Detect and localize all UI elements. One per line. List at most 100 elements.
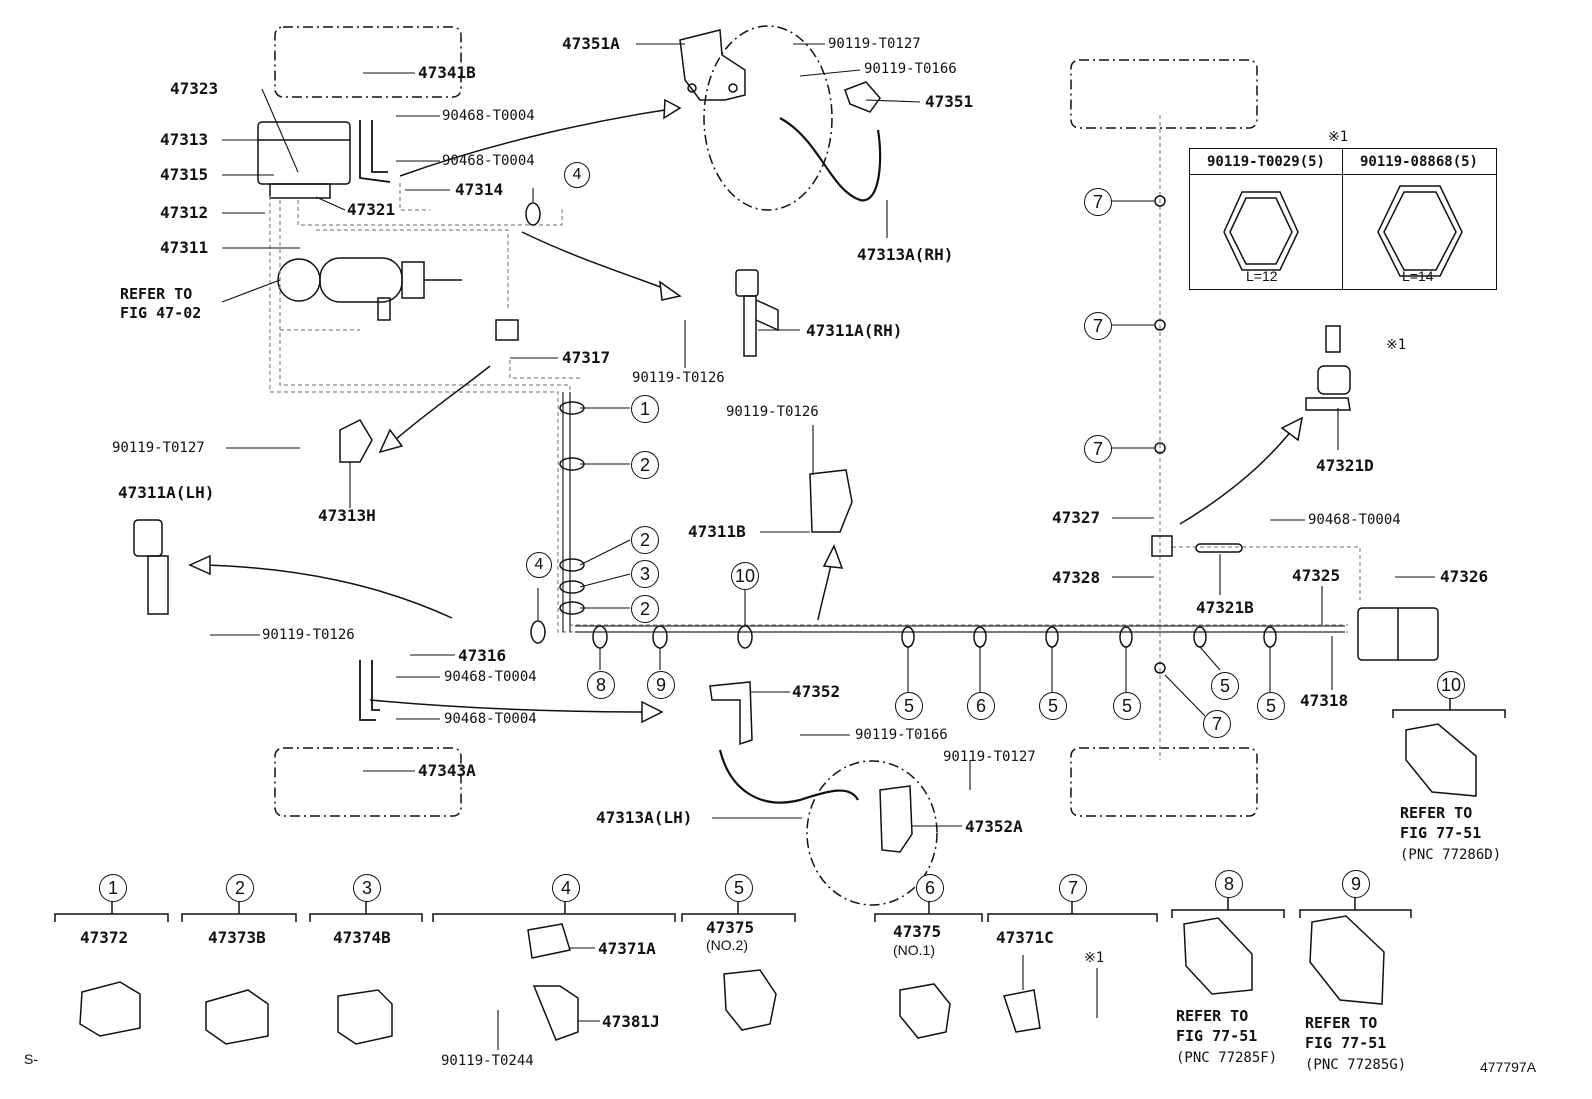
label-47317: 47317 <box>562 348 611 367</box>
tube-47321b <box>1195 543 1243 553</box>
label-47321: 47321 <box>347 200 396 219</box>
label-90119-t0166-bot: 90119-T0166 <box>855 727 948 743</box>
label-47312: 47312 <box>160 203 209 222</box>
callout-5-c: 5 <box>1113 692 1141 720</box>
label-90468-t0004-e: 90468-T0004 <box>1308 512 1401 528</box>
legend-3-number: 3 <box>353 874 381 902</box>
label-90119-t0127-top: 90119-T0127 <box>828 36 921 52</box>
guide-clip-circles <box>1154 195 1166 674</box>
callout-4-mid: 4 <box>526 552 552 578</box>
phantom-box-bottom-left <box>274 747 462 817</box>
callout-8: 8 <box>587 671 615 699</box>
callout-5-a: 5 <box>895 692 923 720</box>
legend-7-part: 47371C <box>996 928 1054 947</box>
label-47343a: 47343A <box>418 761 476 780</box>
label-90119-t0126-mid: 90119-T0126 <box>632 370 725 386</box>
callout-2-c: 2 <box>631 595 659 623</box>
label-90468-t0004-b: 90468-T0004 <box>442 153 535 169</box>
legend-4-bolt: 90119-T0244 <box>441 1053 534 1069</box>
legend-1-part: 47372 <box>80 928 129 947</box>
label-47328: 47328 <box>1052 568 1101 587</box>
label-47325: 47325 <box>1292 566 1341 585</box>
label-47321b: 47321B <box>1196 598 1254 617</box>
label-47313h: 47313H <box>318 506 376 525</box>
hose-lh <box>718 749 859 804</box>
legend-9-ref3: (PNC 77285G) <box>1305 1057 1407 1073</box>
label-47313a-rh: 47313A(RH) <box>857 245 954 264</box>
phantom-box-top-right <box>1070 59 1258 129</box>
valve-47311a-lh <box>133 519 169 615</box>
connector-47326 <box>1357 607 1439 661</box>
legend-9-ref2: FIG 77-51 <box>1305 1034 1387 1052</box>
label-47316: 47316 <box>458 646 507 665</box>
legend-8-ref1: REFER TO <box>1176 1007 1249 1025</box>
bolt-table-col2-dim: L=14 <box>1402 268 1434 284</box>
label-47352a: 47352A <box>965 817 1023 836</box>
legend-8-number: 8 <box>1215 870 1243 898</box>
bracket-47351a <box>679 29 746 101</box>
label-90468-t0004-a: 90468-T0004 <box>442 108 535 124</box>
label-47327: 47327 <box>1052 508 1101 527</box>
callout-1: 1 <box>631 395 659 423</box>
fitting-47313h <box>339 419 373 463</box>
callout-3: 3 <box>631 560 659 588</box>
label-47318: 47318 <box>1300 691 1349 710</box>
label-47315: 47315 <box>160 165 209 184</box>
label-47311a-rh: 47311A(RH) <box>806 321 903 340</box>
label-90119-t0126-clip: 90119-T0126 <box>726 404 819 420</box>
valve-47311a-rh <box>735 269 779 357</box>
actuator-assembly <box>257 121 462 321</box>
callout-2-a: 2 <box>631 451 659 479</box>
legend-8-ref3: (PNC 77285F) <box>1176 1050 1278 1066</box>
bracket-47352a <box>879 785 913 853</box>
label-47311b: 47311B <box>688 522 746 541</box>
legend-7-number: 7 <box>1059 874 1087 902</box>
callout-10-a: 10 <box>731 562 759 590</box>
label-90119-t0127-bot: 90119-T0127 <box>943 749 1036 765</box>
legend-5-sub: (NO.2) <box>706 937 748 953</box>
bolt-table-col2-header: 90119-08868(5) <box>1342 149 1496 175</box>
callout-2-b: 2 <box>631 526 659 554</box>
callout-5-e: 5 <box>1257 692 1285 720</box>
legend-8-ref2: FIG 77-51 <box>1176 1027 1258 1045</box>
callout-5-b: 5 <box>1039 692 1067 720</box>
label-47314: 47314 <box>455 180 504 199</box>
legend-7-note: ※1 <box>1084 950 1105 966</box>
callout-7-c: 7 <box>1084 435 1112 463</box>
bracket-47352 <box>709 681 753 746</box>
bolt-table: 90119-T0029(5) 90119-08868(5) L=12 L=14 <box>1189 148 1497 290</box>
callout-7-a: 7 <box>1084 188 1112 216</box>
leader-lines <box>210 43 1435 1050</box>
label-47351a: 47351A <box>562 34 620 53</box>
callout-9: 9 <box>647 671 675 699</box>
phantom-box-bottom-right <box>1070 747 1258 817</box>
label-47321d: 47321D <box>1316 456 1374 475</box>
legend-9-number: 9 <box>1342 870 1370 898</box>
bolt-table-divider <box>1342 149 1343 289</box>
tee-47317 <box>495 319 519 341</box>
phantom-box-top-left <box>274 26 462 98</box>
figure-id: 477797A <box>1480 1059 1537 1075</box>
direction-arrows <box>188 98 1304 724</box>
label-47313: 47313 <box>160 130 209 149</box>
legend-clip-sketches <box>79 723 1477 1045</box>
legend-5-part: 47375 <box>706 918 755 937</box>
bolt-table-col1-header: 90119-T0029(5) <box>1190 149 1342 175</box>
label-47326: 47326 <box>1440 567 1489 586</box>
legend-4-number: 4 <box>552 874 580 902</box>
label-47341b: 47341B <box>418 63 476 82</box>
legend-10-ref3: (PNC 77286D) <box>1400 847 1502 863</box>
callout-6: 6 <box>967 692 995 720</box>
legend-9-ref1: REFER TO <box>1305 1014 1378 1032</box>
legend-4-part-47381j: 47381J <box>602 1012 660 1031</box>
bolt-table-note: ※1 <box>1328 129 1349 145</box>
label-refer-to: REFER TO <box>120 285 193 303</box>
hose-rh <box>779 117 882 202</box>
fitting-47321d <box>1305 325 1351 411</box>
label-47352: 47352 <box>792 682 841 701</box>
label-90468-t0004-c: 90468-T0004 <box>444 669 537 685</box>
legend-6-sub: (NO.1) <box>893 942 935 958</box>
label-47311: 47311 <box>160 238 209 257</box>
